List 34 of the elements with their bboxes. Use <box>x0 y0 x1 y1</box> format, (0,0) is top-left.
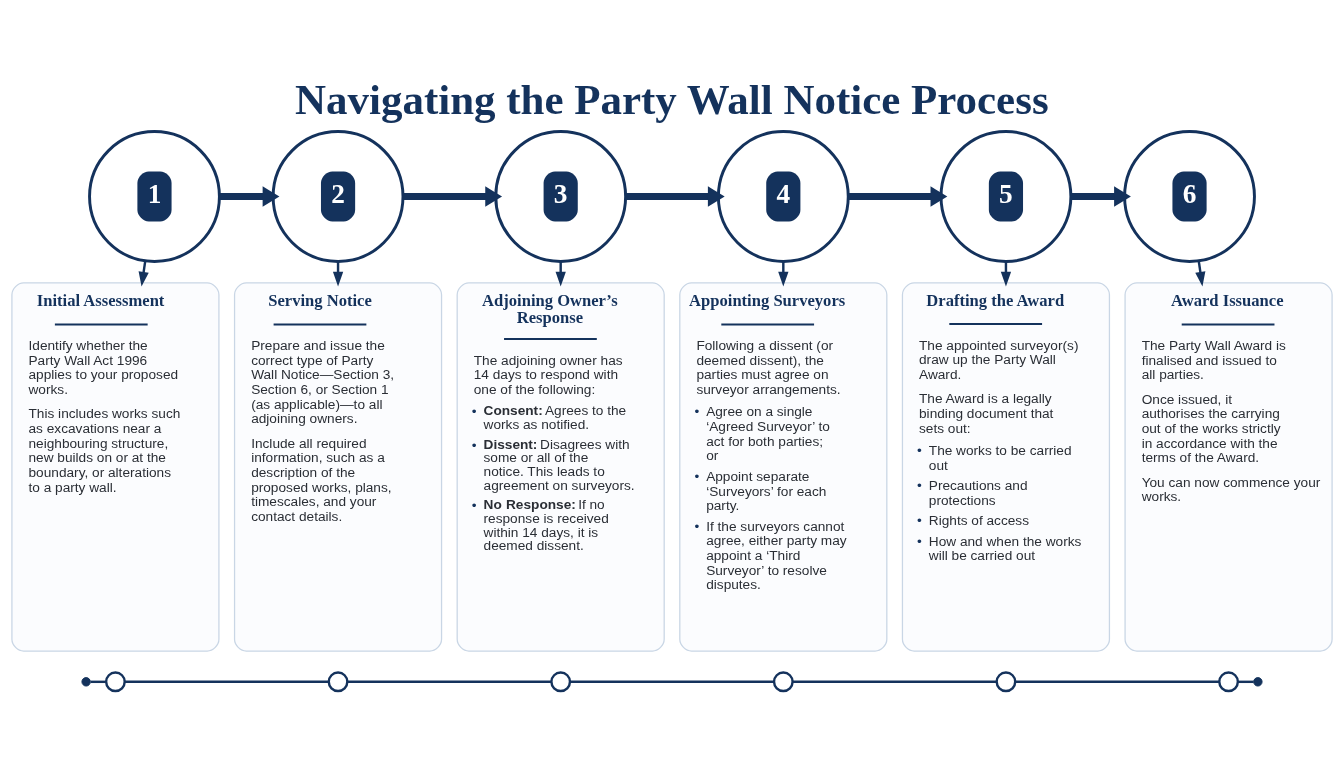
node-circle: 2 <box>271 130 405 263</box>
node-box: Appointing Surveyors Following a dissent (or deemed dissent), the parties must agree on surveyor arrangements. • Agree on a single ‘Agreed Surveyor’ to act for both parties; or • Appoint separate ‘Surveyors’ for each party. • If the surveyors cannot agree, either party may appoint a ‘Third Surveyor’ to resolve disputes. <box>679 282 888 652</box>
arrow <box>219 186 280 207</box>
connector <box>347 680 552 684</box>
arrow <box>403 186 503 207</box>
connector <box>570 680 774 684</box>
node-circle: 4 <box>716 130 850 263</box>
node-circle: 5 <box>939 130 1073 263</box>
node-circle <box>1218 671 1240 693</box>
connector <box>792 680 997 684</box>
node-box: Serving Notice Prepare and issue the correct type of Party Wall Notice—Section 3, Section 6, or Section 1 (as applicable)—to all adjoining owners. Include all required information, such as a description of the proposed works, plans, timescales, and your contact details. <box>233 282 443 652</box>
node-circle: 1 <box>88 130 221 263</box>
diagram-title: Navigating the Party Wall Notice Process <box>295 76 1049 124</box>
node-box: Drafting the Award The appointed surveyor(s) draw up the Party Wall Award. The Award is a legally binding document that sets out: • The works to be carried out • Precautions and protections • Rights of access • How and when the works will be carried out <box>901 282 1111 652</box>
node-box: Award Issuance The Party Wall Award is finalised and issued to all parties. Once issued, it authorises the carrying out of the works strictly in accordance with the terms of the Award. You can now commence your works. <box>1124 282 1333 652</box>
node-circle <box>995 671 1017 693</box>
node-circle: 6 <box>1123 130 1256 263</box>
node-circle <box>550 671 572 693</box>
node-dot <box>1253 677 1263 687</box>
node-circle <box>772 671 794 693</box>
arrow <box>625 186 725 207</box>
arrow <box>138 260 149 287</box>
arrow <box>1071 186 1131 207</box>
node-dot <box>81 677 91 687</box>
node-box: Initial Assessment Identify whether the Party Wall Act 1996 applies to your proposed works. This includes works such as excavations near a neighbouring structure, new builds on or at the boundary, or alterations to a party wall. <box>11 282 220 652</box>
connector <box>1015 680 1219 684</box>
node-box: Adjoining Owner’s Response The adjoining owner has 14 days to respond with one of the following: • Consent: Agrees to the works as notified. • Dissent: Disagrees with some or all of the notice. This leads to agreement on surveyors. • No Response: If no response is received within 14 days, it is deemed dissent. <box>456 282 665 652</box>
node-circle: 3 <box>494 130 628 263</box>
arrow <box>778 261 789 287</box>
arrow <box>848 186 948 207</box>
arrow <box>555 261 566 287</box>
node-circle <box>327 671 349 693</box>
node-circle <box>104 671 126 693</box>
connector <box>125 680 329 684</box>
